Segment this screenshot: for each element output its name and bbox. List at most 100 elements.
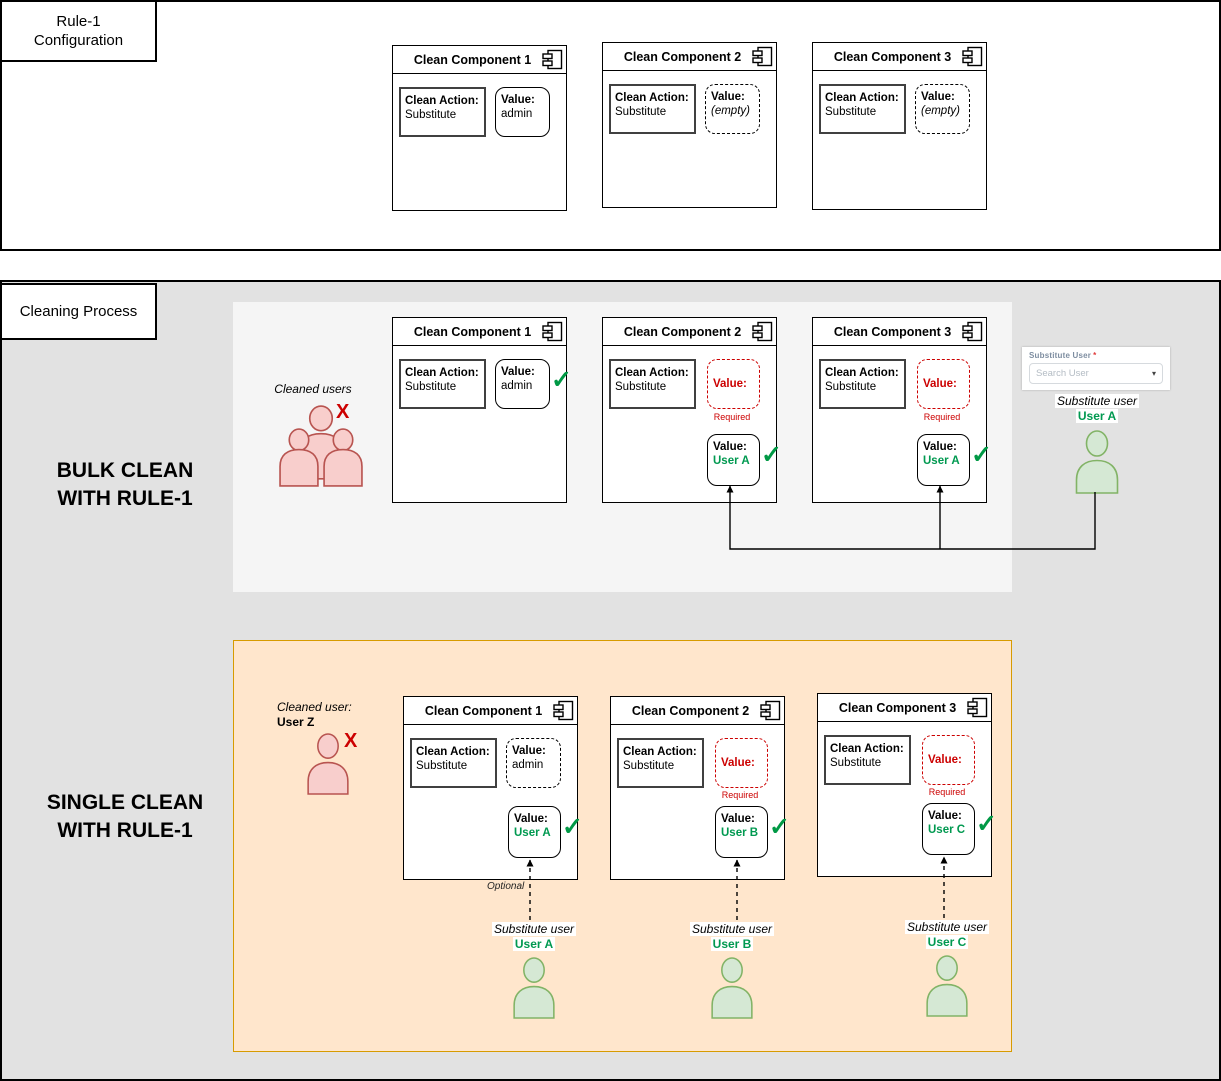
missing-value-box: Value: xyxy=(922,735,975,785)
value-box: Value: User A xyxy=(917,434,970,486)
single-clean-component-1: Clean Component 1 Clean Action: Substitu… xyxy=(403,696,583,880)
component-header: Clean Component 1 xyxy=(393,46,566,74)
component-header: Clean Component 3 xyxy=(813,318,986,346)
bulk-clean-component-2: Clean Component 2 Clean Action: Substitu… xyxy=(602,317,782,503)
value-box: Value: User A xyxy=(707,434,760,486)
bulk-clean-panel: Cleaned users X Clean Component 1 xyxy=(233,302,1012,592)
x-mark-icon: X xyxy=(344,730,358,752)
value-text: User C xyxy=(928,824,966,836)
rule-config-section-label-text: Rule-1 Configuration xyxy=(33,13,124,49)
bulk-substitute-user-name: User A xyxy=(1075,409,1119,423)
value-text: (empty) xyxy=(711,105,750,117)
missing-value-label: Value: xyxy=(713,378,747,390)
component-title: Clean Component 3 xyxy=(833,324,952,339)
uml-component-icon xyxy=(541,48,564,71)
clean-action-label: Clean Action: xyxy=(405,367,479,379)
substitute-user-icon xyxy=(709,957,755,1019)
clean-action-box: Clean Action: Substitute xyxy=(824,735,911,785)
search-user-input[interactable]: Search User ▾ xyxy=(1029,363,1163,384)
uml-component-icon xyxy=(966,696,989,719)
required-label: Required xyxy=(923,412,961,422)
bulk-clean-heading: BULK CLEAN WITH RULE-1 xyxy=(56,459,194,510)
value-box: Value: admin xyxy=(495,359,550,409)
clean-action-box: Clean Action: Substitute xyxy=(609,359,696,409)
check-icon: ✓ xyxy=(551,366,572,394)
clean-action-label: Clean Action: xyxy=(416,746,490,758)
single-clean-panel: Cleaned user: User Z X Clean Component 1… xyxy=(233,640,1012,1052)
required-asterisk: * xyxy=(1093,351,1097,360)
substitute-user-field-label-row: Substitute User* xyxy=(1022,347,1170,360)
clean-action-box: Clean Action: Substitute xyxy=(609,84,696,134)
check-icon: ✓ xyxy=(971,441,992,469)
dropdown-caret-icon[interactable]: ▾ xyxy=(1151,369,1156,378)
single-clean-heading: SINGLE CLEAN WITH RULE-1 xyxy=(46,791,204,842)
value-text: admin xyxy=(501,380,533,392)
value-text: (empty) xyxy=(921,105,960,117)
cleaning-process-section: Cleaning Process BULK CLEAN WITH RULE-1 … xyxy=(0,280,1221,1081)
clean-action-value: Substitute xyxy=(405,109,457,121)
clean-action-label: Clean Action: xyxy=(405,95,479,107)
substitute-user-name: User C xyxy=(925,935,969,949)
clean-action-label: Clean Action: xyxy=(825,92,899,104)
value-label: Value: xyxy=(721,813,755,825)
bulk-clean-component-3: Clean Component 3 Clean Action: Substitu… xyxy=(812,317,992,503)
value-label: Value: xyxy=(501,94,535,106)
component-header: Clean Component 1 xyxy=(404,697,577,725)
component-title: Clean Component 2 xyxy=(623,324,742,339)
component-title: Clean Component 1 xyxy=(413,324,532,339)
component-title: Clean Component 3 xyxy=(838,700,957,715)
single-clean-component-2: Clean Component 2 Clean Action: Substitu… xyxy=(610,696,790,880)
cleaned-users-label: Cleaned users xyxy=(274,382,352,396)
clean-action-value: Substitute xyxy=(615,106,667,118)
cleaned-user-label: Cleaned user: xyxy=(277,700,352,714)
component-header: Clean Component 2 xyxy=(611,697,784,725)
clean-action-label: Clean Action: xyxy=(615,92,689,104)
value-text: User A xyxy=(713,455,750,467)
optional-label: Optional xyxy=(487,881,525,892)
uml-component-icon xyxy=(961,45,984,68)
value-box: Value: User B xyxy=(715,806,768,858)
clean-action-label: Clean Action: xyxy=(825,367,899,379)
config-clean-component-1: Clean Component 1 Clean Action: Substitu… xyxy=(392,45,567,211)
clean-action-box: Clean Action: Substitute xyxy=(819,359,906,409)
value-box: Value: admin xyxy=(495,87,550,137)
bulk-substitute-user-label: Substitute user xyxy=(1054,394,1140,408)
component-title: Clean Component 1 xyxy=(413,52,532,67)
missing-value-box: Value: xyxy=(707,359,760,409)
rule-config-section-label: Rule-1 Configuration xyxy=(0,0,157,62)
config-value-box: Value: admin xyxy=(506,738,561,788)
clean-action-value: Substitute xyxy=(623,760,675,772)
value-box-empty: Value: (empty) xyxy=(915,84,970,134)
value-label: Value: xyxy=(501,366,535,378)
component-header: Clean Component 2 xyxy=(603,318,776,346)
check-icon: ✓ xyxy=(761,441,782,469)
value-label: Value: xyxy=(923,441,957,453)
component-title: Clean Component 1 xyxy=(424,703,543,718)
uml-component-icon xyxy=(541,320,564,343)
component-header: Clean Component 2 xyxy=(603,43,776,71)
uml-component-icon xyxy=(751,45,774,68)
value-text: admin xyxy=(501,108,533,120)
check-icon: ✓ xyxy=(769,813,790,841)
value-label: Value: xyxy=(711,91,745,103)
clean-action-value: Substitute xyxy=(825,381,877,393)
component-title: Clean Component 2 xyxy=(623,49,742,64)
value-label: Value: xyxy=(512,745,546,757)
value-label: Value: xyxy=(928,810,962,822)
clean-action-value: Substitute xyxy=(615,381,667,393)
component-title: Clean Component 2 xyxy=(631,703,750,718)
cleaning-process-section-label-text: Cleaning Process xyxy=(19,303,138,320)
single-clean-component-3: Clean Component 3 Clean Action: Substitu… xyxy=(817,693,997,877)
component-header: Clean Component 3 xyxy=(818,694,991,722)
cleaned-user-name: User Z xyxy=(277,715,315,729)
substitute-user-label: Substitute user xyxy=(689,922,775,936)
uml-component-icon xyxy=(552,699,575,722)
uml-component-icon xyxy=(751,320,774,343)
clean-action-box: Clean Action: Substitute xyxy=(399,359,486,409)
check-icon: ✓ xyxy=(976,810,997,838)
value-text: User A xyxy=(514,827,551,839)
config-clean-component-2: Clean Component 2 Clean Action: Substitu… xyxy=(602,42,777,208)
substitute-user-icon xyxy=(1074,430,1120,494)
required-label: Required xyxy=(928,787,966,797)
